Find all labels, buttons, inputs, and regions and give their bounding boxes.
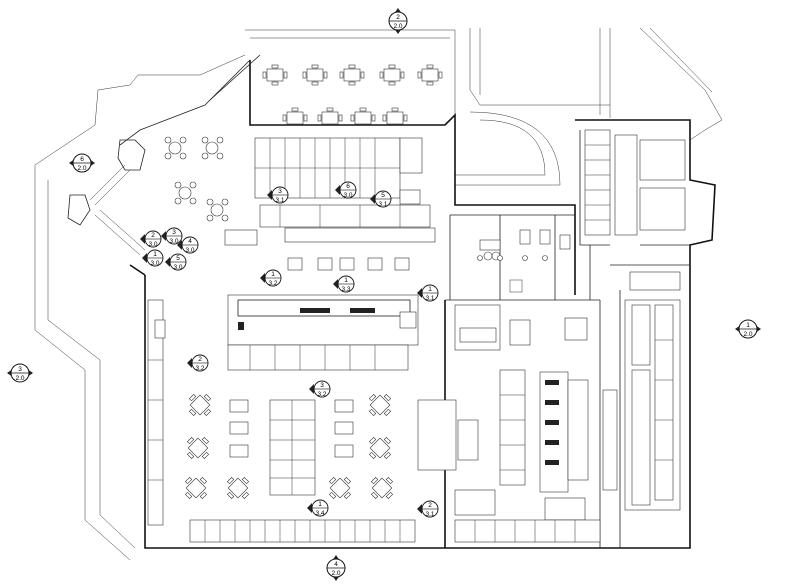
elevation-arrow	[307, 503, 312, 513]
elevation-sheet: 3.1	[425, 295, 434, 302]
section-marker: 12.0	[735, 319, 761, 339]
elevation-sheet: 3.0	[343, 192, 352, 199]
elevation-sheet: 3.1	[275, 197, 284, 204]
elevation-marker: 13.4	[307, 499, 329, 517]
elevation-marker: 33.2	[309, 380, 331, 398]
elevation-sheet: 3.0	[169, 238, 178, 245]
section-marker: 42.0	[326, 555, 346, 581]
section-marker: 22.0	[388, 8, 408, 34]
elevation-number: 2	[198, 356, 202, 363]
elevation-arrow	[335, 185, 340, 195]
storage	[584, 129, 686, 511]
section-number: 1	[746, 322, 750, 329]
elevation-sheet: 3.0	[185, 247, 194, 254]
section-sheet: 2.0	[743, 331, 752, 338]
elevation-sheet: 3.3	[341, 286, 350, 293]
elevation-marker: 63.0	[335, 181, 357, 199]
section-sheet: 2.0	[15, 375, 24, 382]
site-outline	[34, 27, 723, 561]
elevation-arrow	[140, 234, 145, 244]
elevation-marker: 33.0	[161, 227, 183, 245]
section-sheet: 2.0	[331, 570, 340, 577]
elevation-arrow	[260, 273, 265, 283]
elevation-arrow	[417, 504, 422, 514]
north-dining-tables	[262, 64, 443, 125]
elevation-marker: 23.2	[187, 354, 209, 372]
central-tables	[287, 257, 410, 271]
elevation-marker: 13.2	[260, 269, 282, 287]
section-sheet: 2.0	[393, 23, 402, 30]
section-number: 2	[396, 14, 400, 21]
elevation-sheet: 3.4	[315, 510, 324, 517]
elevation-sheet: 3.0	[173, 264, 182, 271]
elevation-number: 3	[278, 188, 282, 195]
elevation-number: 3	[172, 229, 176, 236]
elevation-sheet: 3.2	[317, 391, 326, 398]
elevation-sheet: 3.1	[378, 201, 387, 208]
section-number: 3	[18, 366, 22, 373]
elevation-marker: 53.0	[165, 253, 187, 271]
elevation-arrow	[370, 194, 375, 204]
elevation-sheet: 3.0	[150, 260, 159, 267]
elevation-arrow	[267, 190, 272, 200]
elevation-marker: 23.1	[417, 500, 439, 518]
elevation-number: 1	[153, 251, 157, 258]
elevation-number: 5	[176, 255, 180, 262]
elevation-number: 1	[428, 286, 432, 293]
section-marker: 32.0	[7, 363, 33, 383]
elevation-number: 2	[151, 232, 155, 239]
elevation-number: 1	[271, 271, 275, 278]
elevation-arrow	[142, 253, 147, 263]
section-sheet: 2.0	[77, 165, 86, 172]
elevation-number: 2	[428, 502, 432, 509]
main-dining	[184, 393, 416, 543]
elevation-number: 3	[320, 382, 324, 389]
kitchen	[417, 304, 618, 543]
elevation-marker: 43.0	[177, 236, 199, 254]
elevation-sheet: 3.0	[148, 241, 157, 248]
elevation-arrow	[333, 279, 338, 289]
elevation-number: 4	[188, 238, 192, 245]
restrooms	[477, 229, 571, 293]
elevation-arrow	[309, 384, 314, 394]
elevation-number: 6	[346, 183, 350, 190]
elevation-number: 1	[318, 501, 322, 508]
elevation-arrow	[177, 240, 182, 250]
elevation-marker: 23.0	[140, 230, 162, 248]
section-number: 4	[334, 561, 338, 568]
elevation-arrow	[417, 288, 422, 298]
section-marker: 62.0	[69, 153, 95, 173]
elevation-sheet: 3.2	[195, 365, 204, 372]
section-number: 6	[80, 156, 84, 163]
elevation-marker: 13.1	[417, 284, 439, 302]
west-booths	[147, 299, 166, 526]
elevation-marker: 33.1	[267, 186, 289, 204]
elevation-sheet: 3.2	[268, 280, 277, 287]
elevation-number: 5	[381, 192, 385, 199]
elevation-marker: 53.1	[370, 190, 392, 208]
elevation-number: 1	[344, 277, 348, 284]
elevation-arrow	[161, 231, 166, 241]
patio-tables	[67, 136, 229, 256]
elevation-marker: 13.0	[142, 249, 164, 267]
elevation-arrow	[165, 257, 170, 267]
elevation-marker: 13.3	[333, 275, 355, 293]
elevation-arrow	[187, 358, 192, 368]
service-counter	[227, 294, 419, 371]
bar-area	[224, 137, 436, 246]
elevation-sheet: 3.1	[425, 511, 434, 518]
